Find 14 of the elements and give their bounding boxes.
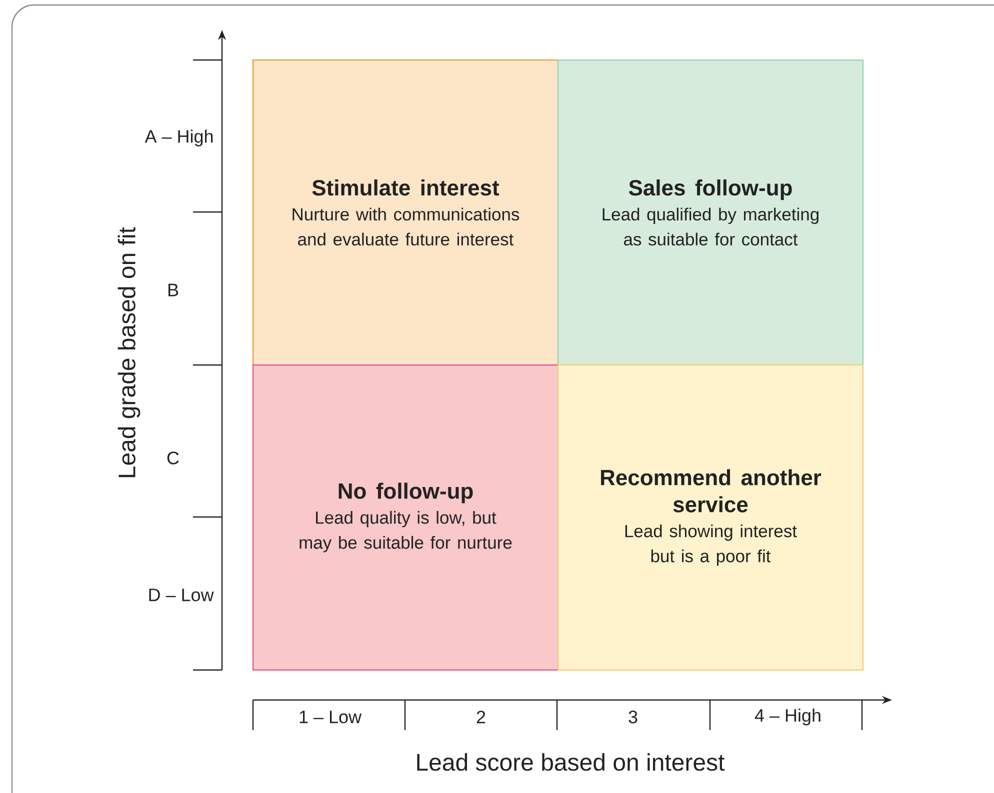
tick-label: C (167, 452, 179, 464)
quadrant-box: Recommend another service Lead showing interest but is a poor fit (558, 364, 864, 670)
tick-label: 4 – High (754, 708, 820, 726)
tick-label: B (168, 284, 178, 296)
quadrant-box: Stimulate interest Nurture with communications and evaluate future interest (252, 60, 558, 366)
quadrant-box: No follow-up Lead quality is low, but may be suitable for nurture (252, 364, 558, 670)
tick-label: 1 – Low (300, 710, 362, 724)
quadrant-box: Sales follow-up Lead qualified by marketing as suitable for contact (558, 60, 864, 366)
axis-title: Lead grade based on fit (118, 227, 140, 478)
tick-label: A – High (144, 130, 213, 146)
tick-label: 3 (628, 710, 638, 724)
axis-title: Lead score based on interest (417, 753, 725, 771)
tick-label: 2 (476, 710, 486, 724)
tick-label: D – Low (149, 588, 214, 602)
